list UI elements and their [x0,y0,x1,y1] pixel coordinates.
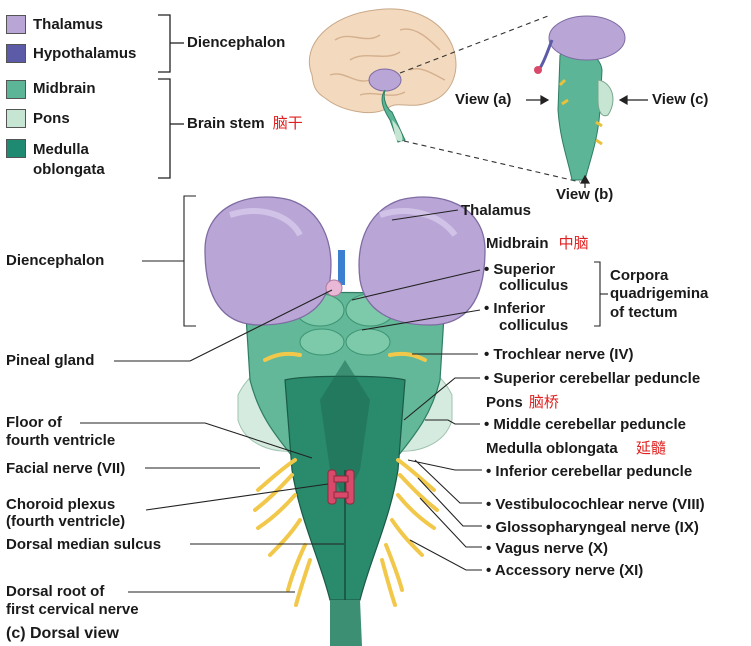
label-superior-cerebellar-peduncle: • Superior cerebellar peduncle [484,370,701,387]
label-diencephalon: Diencephalon [6,252,105,269]
label-midbrain-cn: 中脑 [558,234,589,252]
legend-label-hypothalamus: Hypothalamus [33,45,137,62]
legend-label-pons: Pons [33,110,70,127]
label-thalamus: Thalamus [461,202,532,219]
label-medulla-cn: 延髓 [635,439,666,457]
legend-group-brain-stem-text: Brain stem [187,115,265,132]
label-pineal-gland: Pineal gland [6,352,95,369]
legend-swatch-medulla [6,139,26,158]
label-inferior-cerebellar-peduncle: • Inferior cerebellar peduncle [486,463,693,480]
label-superior-colliculus-1: • Superior [484,261,556,278]
legend-swatch-thalamus [6,15,26,34]
label-middle-cerebellar-peduncle: • Middle cerebellar peduncle [484,416,686,433]
label-dorsal-root-2: first cervical nerve [6,601,139,618]
legend-brackets [158,14,184,179]
label-medulla-text: Medulla oblongata [486,440,618,457]
legend-label-midbrain: Midbrain [33,80,96,97]
label-vagus-nerve: • Vagus nerve (X) [486,540,608,557]
label-corpora-2: quadrigemina [610,285,709,302]
legend-swatch-hypothalamus [6,44,26,63]
label-inferior-colliculus-2: colliculus [499,317,569,334]
label-floor-fourth-ventricle-1: Floor of [6,414,62,431]
label-floor-fourth-ventricle-2: fourth ventricle [6,432,116,449]
caption: (c) Dorsal view [6,625,119,642]
label-dorsal-root-1: Dorsal root of [6,583,105,600]
label-trochlear-nerve: • Trochlear nerve (IV) [484,346,634,363]
label-corpora-1: Corpora [610,267,669,284]
label-corpora-3: of tectum [610,304,678,321]
legend-group-brain-stem: Brain stem 脑干 [187,114,303,133]
label-midbrain: Midbrain 中脑 [486,234,589,253]
label-choroid-plexus-2: (fourth ventricle) [6,513,126,530]
label-pons-cn: 脑桥 [528,393,559,411]
leader-lines [80,195,608,593]
label-medulla: Medulla oblongata 延髓 [486,439,666,458]
legend-group-brain-stem-cn: 脑干 [272,114,303,132]
legend-label-thalamus: Thalamus [33,16,104,33]
inset-projection-lines [399,15,581,183]
cranial-nerves [253,351,439,607]
label-dorsal-median-sulcus: Dorsal median sulcus [6,536,162,553]
main-brainstem [204,196,486,646]
inset-brainstem [534,15,626,181]
inset-brain [308,8,457,143]
label-pons-text: Pons [486,394,523,411]
inset-view-a-label: View (a) [455,91,512,108]
label-inferior-colliculus-1: • Inferior [484,300,546,317]
label-glossopharyngeal-nerve: • Glossopharyngeal nerve (IX) [486,519,699,536]
label-choroid-plexus-1: Choroid plexus [6,496,116,513]
inset-view-c-label: View (c) [652,91,709,108]
inset-view-arrows [526,94,648,188]
legend-swatch-midbrain [6,80,26,99]
legend-label-medulla: Medulla oblongata [33,141,105,178]
inset-view-b-label: View (b) [556,186,614,203]
label-pons: Pons 脑桥 [486,393,559,412]
label-midbrain-text: Midbrain [486,235,549,252]
label-superior-colliculus-2: colliculus [499,277,569,294]
legend-group-diencephalon: Diencephalon [187,34,286,51]
legend-swatch-pons [6,109,26,128]
label-facial-nerve: Facial nerve (VII) [6,460,126,477]
label-vestibulocochlear-nerve: • Vestibulocochlear nerve (VIII) [486,496,705,513]
label-accessory-nerve: • Accessory nerve (XI) [486,562,644,579]
choroid-plexus [327,469,355,505]
